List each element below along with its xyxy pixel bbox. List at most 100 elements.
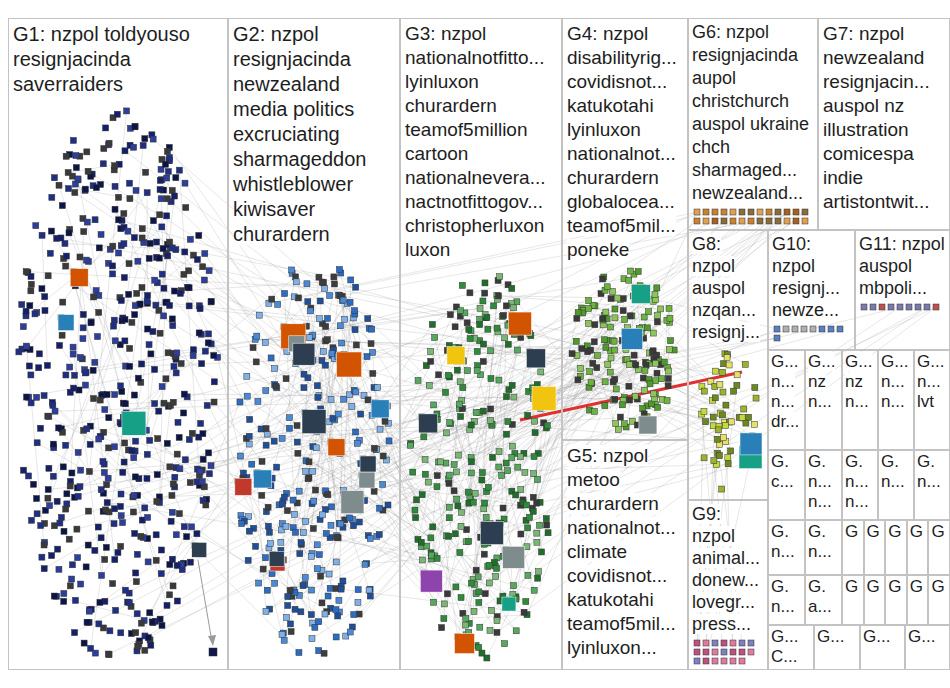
vertex-dot [327,585,333,591]
vertex-dot [730,640,736,646]
vertex-dot [290,497,296,503]
vertex-dot [33,223,39,229]
vertex-dot [428,349,434,355]
vertex-dot [473,567,479,573]
vertex-dot [198,420,204,426]
edge-line [26,246,113,316]
vertex-dot [367,536,373,542]
avatar-square [328,439,345,456]
vertex-dot [365,397,371,403]
vertex-dot [145,635,151,641]
vertex-dot [50,473,56,479]
vertex-dot [182,249,188,255]
vertex-dot [730,218,736,224]
vertex-dot [155,436,161,442]
vertex-dot [119,388,125,394]
vertex-dot [730,649,736,655]
edge-line [42,235,47,365]
vertex-dot [26,473,32,479]
vertex-dot [441,616,447,622]
vertex-dot [631,352,637,358]
avatar-square [631,285,650,304]
vertex-dot [301,385,307,391]
vertex-dot [414,497,420,503]
vertex-dot [608,296,614,302]
vertex-dot [336,266,342,272]
vertex-dot [334,535,340,541]
vertex-dot [23,308,29,314]
vertex-dot [654,352,660,358]
vertex-dot [748,640,754,646]
vertex-dot [325,593,331,599]
vertex-dot [752,385,758,391]
vertex-dot [284,614,290,620]
vertex-dot [365,316,371,322]
vertex-dot [122,401,128,407]
vertex-dot [170,583,176,589]
vertex-dot [717,381,723,387]
vertex-dot [612,306,618,312]
vertex-dot [61,590,67,596]
vertex-dot [169,245,175,251]
avatar-square [70,269,88,287]
vertex-dot [386,438,392,444]
edge-line [66,256,134,495]
vertex-dot [531,471,537,477]
avatar-square [371,400,389,418]
vertex-dot [481,551,487,557]
vertex-dot [200,264,206,270]
vertex-dot [870,304,876,310]
vertex-dot [452,531,458,537]
vertex-dot [429,553,435,559]
vertex-dot [165,169,171,175]
vertex-dot [296,488,302,494]
vertex-dot [174,562,180,568]
vertex-dot [118,298,124,304]
vertex-dot [196,232,202,238]
vertex-dot [457,379,463,385]
vertex-dot [591,339,597,345]
vertex-dot [203,502,209,508]
vertex-dot [175,419,181,425]
vertex-dot [147,610,153,616]
vertex-dot [723,402,729,408]
vertex-dot [575,310,581,316]
vertex-dot [721,640,727,646]
vertex-dot [44,362,50,368]
vertex-dot [112,163,118,169]
vertex-dot [187,480,193,486]
edge-line [157,502,275,584]
vertex-dot [106,652,112,658]
vertex-dot [861,304,867,310]
avatar-square [293,343,315,365]
vertex-dot [601,337,607,343]
vertex-dot [711,458,717,464]
vertex-dot [50,441,56,447]
vertex-dot [58,514,64,520]
vertex-dot [494,325,500,331]
vertex-dot [148,351,154,357]
vertex-dot [488,406,494,412]
edge-line [180,293,426,546]
vertex-dot [176,511,182,517]
vertex-dot [73,153,79,159]
vertex-dot [712,218,718,224]
vertex-dot [100,161,106,167]
vertex-dot [134,611,140,617]
vertex-dot [665,376,671,382]
vertex-dot [524,502,530,508]
vertex-dot [190,347,196,353]
vertex-dot [315,394,321,400]
edge-line [418,329,469,539]
vertex-dot [66,186,72,192]
edge-line [416,417,714,518]
vertex-dot [710,414,716,420]
vertex-dot [287,621,293,627]
vertex-dot [63,263,69,269]
vertex-dot [97,397,103,403]
vertex-dot [323,530,329,536]
vertex-dot [721,435,727,441]
edge-line [89,111,126,472]
red-edge [520,372,742,420]
vertex-dot [464,527,470,533]
